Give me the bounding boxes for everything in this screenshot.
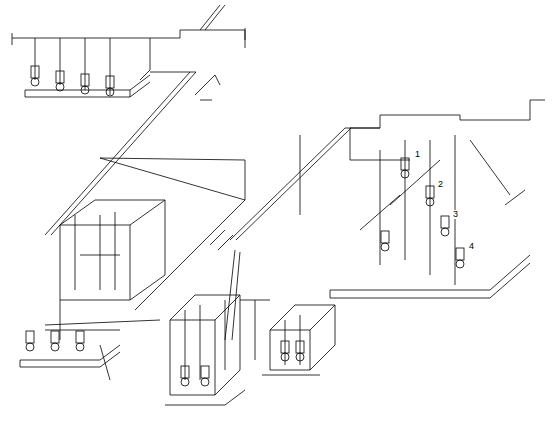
pump-body [296,353,304,361]
pump-motor [426,186,434,198]
pump-body [26,343,34,351]
pump-body [201,378,209,386]
pump-motor [106,76,114,88]
callout-number: 1 [414,150,421,159]
pump-body [441,228,449,236]
pump-body [81,86,89,94]
callout-number: 3 [452,210,459,219]
pump-motor [76,331,84,343]
pump-motor [441,216,449,228]
pump-body [56,83,64,91]
pump-motor [181,366,189,378]
pump-motor [81,74,89,86]
pump-body [31,78,39,86]
pump-motor [281,341,289,353]
pump-motor [26,331,34,343]
pump-motor [296,341,304,353]
pump-body [51,343,59,351]
pump-motor [31,66,39,78]
pump-body [381,243,389,251]
pump-body [426,198,434,206]
pump-motor [201,366,209,378]
pump-body [456,260,464,268]
pump-body [76,343,84,351]
pump-motor [381,231,389,243]
pump-body [281,353,289,361]
pump-body [106,88,114,96]
callout-number: 4 [468,242,475,251]
pump-body [401,170,409,178]
callout-number: 2 [437,180,444,189]
pump-motor [51,331,59,343]
pump-body [181,378,189,386]
pump-motor [401,158,409,170]
pump-motor [56,71,64,83]
pump-motor [456,248,464,260]
